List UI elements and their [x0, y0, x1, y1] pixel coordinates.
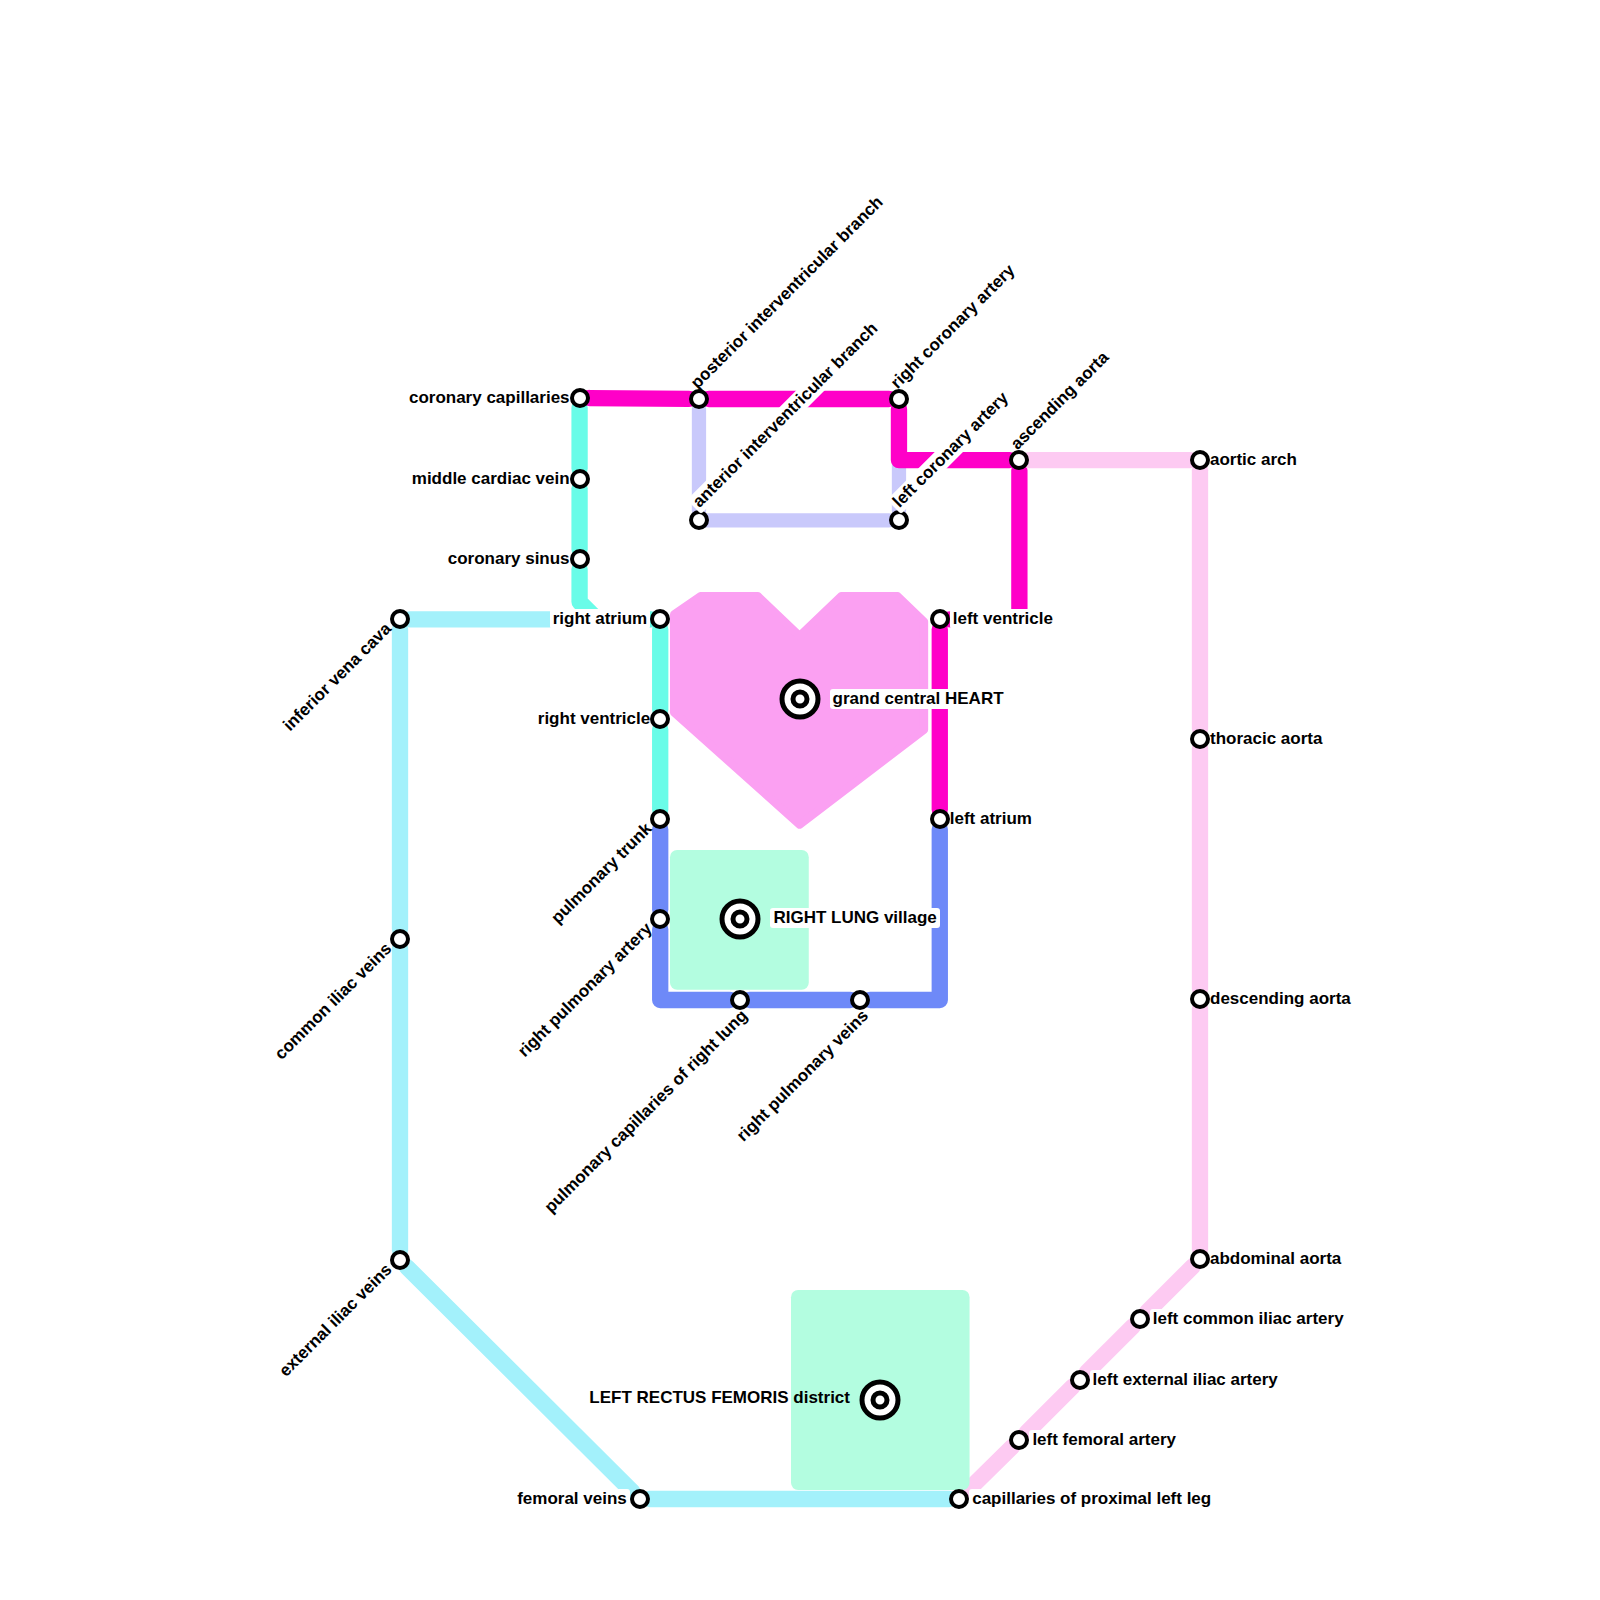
line-segment: [750, 992, 850, 1008]
line-segment: [699, 513, 889, 527]
station: abdominal aorta: [1190, 1249, 1210, 1269]
line-segment: [652, 829, 668, 909]
interchange-symbol: [776, 675, 824, 723]
station: right coronary artery: [889, 389, 909, 409]
station-label: middle cardiac vein: [412, 469, 570, 489]
heart-shape: [674, 596, 924, 825]
station: coronary capillaries: [570, 388, 590, 408]
station-label: aortic arch: [1210, 450, 1297, 470]
station-label: capillaries of proximal left leg: [969, 1489, 1214, 1509]
line-segment: [392, 629, 408, 928]
station-label: pulmonary capillaries of right lung: [541, 1006, 752, 1217]
station-label: pulmonary trunk: [547, 819, 656, 928]
station-label: inferior vena cava: [280, 619, 396, 735]
station: middle cardiac vein: [570, 469, 590, 489]
line-segment: [1192, 470, 1208, 729]
station-label: anterior interventricular branch: [687, 317, 884, 514]
line-segment: [966, 1447, 1012, 1492]
station-label: left atrium: [950, 809, 1032, 829]
line-segment: [1087, 1326, 1133, 1372]
station: left common iliac artery: [1130, 1309, 1150, 1329]
line-segment: [950, 470, 1020, 619]
station-label: right pulmonary artery: [514, 919, 656, 1061]
station-label: thoracic aorta: [1210, 729, 1322, 749]
line-segment: [1029, 452, 1190, 468]
station: left coronary artery: [889, 510, 909, 530]
line-segment: [932, 629, 948, 809]
district-label: LEFT RECTUS FEMORIS district: [589, 1388, 850, 1408]
line-segment: [1192, 749, 1208, 989]
station: thoracic aorta: [1190, 729, 1210, 749]
station-label: left common iliac artery: [1150, 1309, 1347, 1329]
station: coronary sinus: [570, 549, 590, 569]
line-segment: [407, 1267, 633, 1492]
station: left femoral artery: [1009, 1430, 1029, 1450]
line-segment: [392, 949, 408, 1250]
station-label: femoral veins: [514, 1489, 630, 1509]
station: capillaries of proximal left leg: [949, 1489, 969, 1509]
station-label: ascending aorta: [1007, 348, 1113, 454]
station-label: right pulmonary veins: [733, 1006, 873, 1146]
station: posterior interventricular branch: [689, 389, 709, 409]
station-label: coronary sinus: [448, 549, 570, 569]
interchange-symbol: [716, 895, 764, 943]
line-segment: [1147, 1266, 1193, 1312]
station: common iliac veins: [390, 929, 410, 949]
station: femoral veins: [630, 1489, 650, 1509]
district-label: RIGHT LUNG village: [770, 908, 939, 928]
line-segment: [652, 629, 668, 709]
line-segment: [650, 1491, 949, 1507]
line-segment: [652, 729, 668, 809]
station-label: coronary capillaries: [409, 388, 570, 408]
station-label: right coronary artery: [887, 261, 1019, 393]
station-label: left external iliac artery: [1090, 1370, 1281, 1390]
district: LEFT RECTUS FEMORIS district: [791, 1290, 970, 1490]
line-segment: [571, 408, 587, 469]
station-label: posterior interventricular branch: [687, 192, 888, 393]
connectors: [400, 398, 1200, 1499]
station-label: left ventricle: [950, 609, 1056, 629]
line-segment: [1192, 1009, 1208, 1249]
station: descending aorta: [1190, 989, 1210, 1009]
station: pulmonary capillaries of right lung: [730, 990, 750, 1010]
station: left external iliac artery: [1070, 1370, 1090, 1390]
station-label: descending aorta: [1210, 989, 1351, 1009]
line-segment: [1026, 1387, 1072, 1433]
station-label: left femoral artery: [1029, 1430, 1179, 1450]
line-segment: [590, 390, 689, 407]
district: RIGHT LUNG village: [670, 850, 809, 990]
station-label: abdominal aorta: [1210, 1249, 1341, 1269]
district-label: grand central HEART: [830, 689, 1007, 709]
district: grand central HEART: [670, 592, 928, 829]
station-label: right atrium: [550, 609, 650, 629]
station-label: external iliac veins: [275, 1260, 396, 1381]
line-segment: [571, 489, 587, 550]
station-label: common iliac veins: [271, 939, 396, 1064]
station-label: right ventricle: [538, 709, 650, 729]
interchange-symbol: [856, 1376, 904, 1424]
